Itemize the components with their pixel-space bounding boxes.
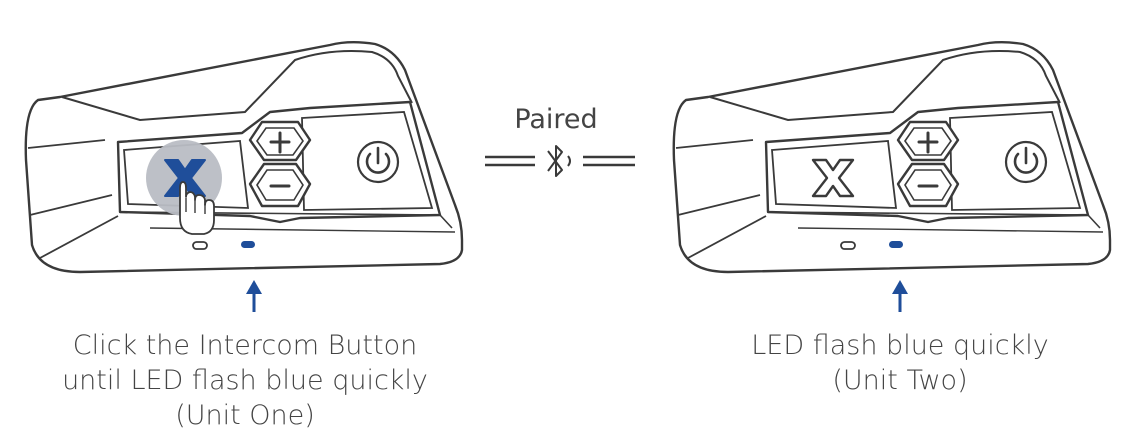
unit-two-headset [672, 40, 1112, 274]
paired-label: Paired [514, 104, 598, 135]
pairing-connector [485, 145, 635, 177]
unit-one-headset [24, 40, 464, 274]
caption-line: until LED flash blue quickly [62, 365, 428, 396]
caption-line: (Unit Two) [832, 365, 968, 396]
intercom-x-icon[interactable] [164, 159, 206, 197]
bluetooth-icon [547, 145, 571, 177]
intercom-x-icon[interactable] [811, 158, 855, 198]
caption-line: LED flash blue quickly [751, 330, 1049, 361]
led-indicator-blue [889, 241, 903, 248]
led-indicator-blue [241, 241, 255, 248]
unit-one-caption: Click the Intercom Button until LED flas… [40, 328, 450, 433]
caption-line: (Unit One) [175, 400, 315, 431]
led-pointer-arrow [246, 280, 262, 312]
led-pointer-arrow [892, 280, 908, 312]
unit-two-caption: LED flash blue quickly (Unit Two) [700, 328, 1100, 398]
pointing-hand-icon [179, 181, 215, 235]
caption-line: Click the Intercom Button [72, 330, 418, 361]
